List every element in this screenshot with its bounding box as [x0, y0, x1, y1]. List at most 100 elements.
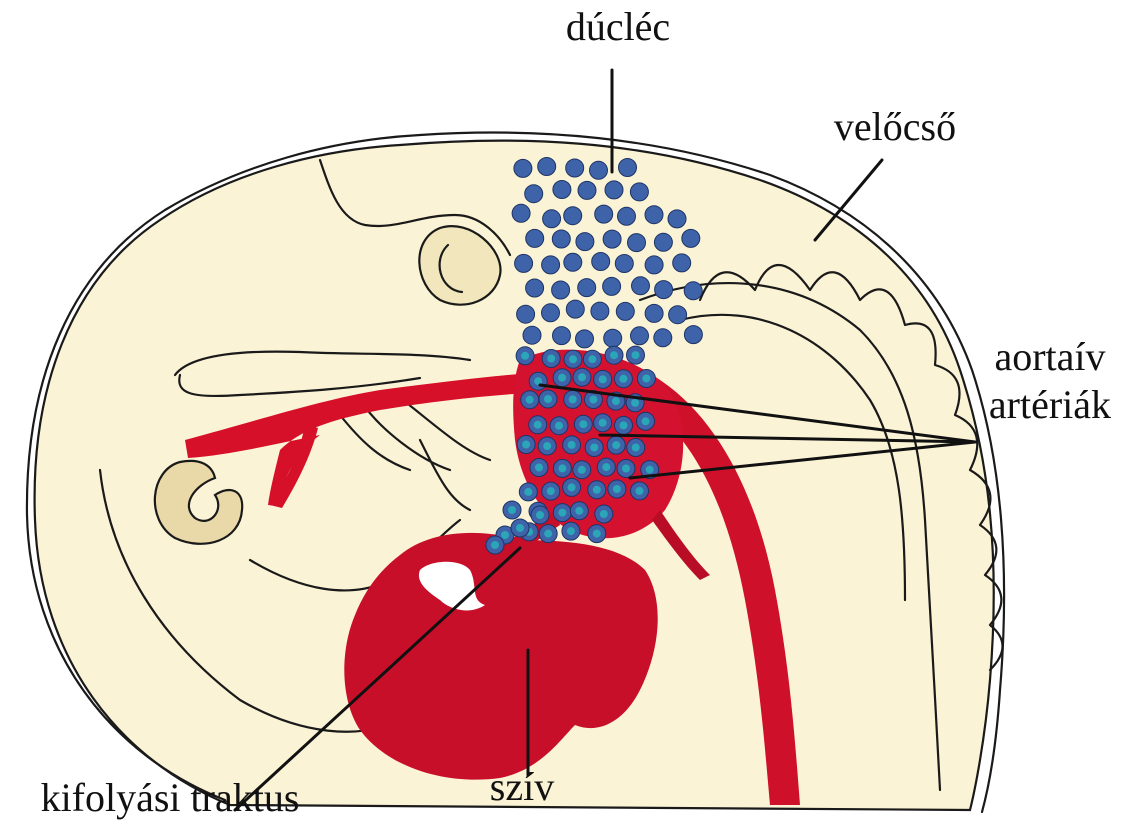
- neural-crest-cell-nucleus: [636, 487, 644, 495]
- neural-crest-cell: [514, 159, 532, 177]
- neural-crest-cell-nucleus: [588, 355, 596, 363]
- neural-crest-cell: [684, 326, 702, 344]
- neural-crest-cell-nucleus: [568, 441, 576, 449]
- neural-crest-cell: [603, 230, 621, 248]
- neural-crest-cell: [542, 304, 560, 322]
- neural-crest-cell-nucleus: [491, 541, 499, 549]
- neural-crest-cell: [517, 305, 535, 323]
- neural-crest-cell-nucleus: [567, 527, 575, 535]
- neural-crest-cell: [591, 302, 609, 320]
- neural-crest-cell-nucleus: [620, 421, 628, 429]
- neural-crest-cell-nucleus: [575, 507, 583, 515]
- neural-crest-cell: [655, 281, 673, 299]
- neural-crest-cell-nucleus: [535, 464, 543, 472]
- neural-crest-cell-nucleus: [524, 488, 532, 496]
- neural-crest-cell: [590, 161, 608, 179]
- neural-crest-cell: [605, 181, 623, 199]
- neural-crest-cell: [668, 210, 686, 228]
- neural-crest-cell: [542, 256, 560, 274]
- neural-crest-cell-nucleus: [516, 524, 524, 532]
- neural-crest-cell-nucleus: [642, 417, 650, 425]
- neural-crest-cell: [523, 326, 541, 344]
- neural-crest-cell: [604, 329, 622, 347]
- neural-crest-cell-nucleus: [534, 421, 542, 429]
- neural-crest-cell: [645, 206, 663, 224]
- neural-crest-cell: [619, 159, 637, 177]
- neural-crest-cell: [526, 279, 544, 297]
- neural-crest-cell-nucleus: [593, 530, 601, 538]
- neural-crest-cell: [578, 279, 596, 297]
- neural-crest-cell: [684, 282, 702, 300]
- neural-crest-cell: [553, 327, 571, 345]
- neural-crest-cell-nucleus: [622, 465, 630, 473]
- neural-crest-cell-nucleus: [612, 441, 620, 449]
- neural-crest-cell: [552, 230, 570, 248]
- neural-crest-cell: [616, 302, 634, 320]
- neural-crest-cell-nucleus: [569, 395, 577, 403]
- neural-crest-cell-nucleus: [632, 444, 640, 452]
- neural-crest-cell: [645, 304, 663, 322]
- neural-crest-cell-nucleus: [631, 399, 639, 407]
- neural-crest-cell: [592, 253, 610, 271]
- neural-crest-cell-nucleus: [543, 442, 551, 450]
- neural-crest-cell-nucleus: [544, 395, 552, 403]
- neural-crest-cell-nucleus: [547, 487, 555, 495]
- neural-crest-cell: [538, 158, 556, 176]
- neural-crest-cell-nucleus: [589, 396, 597, 404]
- label-neural-tube: velőcső: [834, 104, 956, 149]
- neural-crest-cell: [630, 183, 648, 201]
- neural-crest-cell: [526, 229, 544, 247]
- neural-crest-cell: [631, 327, 649, 345]
- neural-crest-cell: [578, 181, 596, 199]
- neural-crest-cell-nucleus: [558, 374, 566, 382]
- neural-crest-cell-nucleus: [558, 464, 566, 472]
- neural-crest-cell-nucleus: [555, 422, 563, 430]
- neural-crest-cell: [654, 329, 672, 347]
- label-neural-crest: dúcléc: [566, 4, 670, 49]
- neural-crest-cell-nucleus: [578, 373, 586, 381]
- neural-crest-cell: [645, 256, 663, 274]
- neural-crest-cell-nucleus: [544, 530, 552, 538]
- neural-crest-cell: [564, 253, 582, 271]
- neural-crest-cell-nucleus: [578, 466, 586, 474]
- neural-crest-cell: [682, 229, 700, 247]
- neural-crest-cell-nucleus: [547, 355, 555, 363]
- neural-crest-cell-nucleus: [632, 351, 640, 359]
- neural-crest-cell-nucleus: [600, 510, 608, 518]
- neural-crest-cell-nucleus: [569, 355, 577, 363]
- neural-crest-cell-nucleus: [602, 463, 610, 471]
- neural-crest-cell-nucleus: [522, 441, 530, 449]
- neural-crest-cell: [576, 330, 594, 348]
- neural-crest-cell-nucleus: [646, 466, 654, 474]
- neural-crest-cell: [525, 185, 543, 203]
- neural-crest-cell-nucleus: [613, 485, 621, 493]
- label-heart: szív: [490, 764, 554, 809]
- neural-crest-cell-nucleus: [579, 420, 587, 428]
- label-outflow-tract: kifolyási traktus: [41, 775, 300, 820]
- neural-crest-cell: [576, 233, 594, 251]
- neural-crest-cell-nucleus: [568, 483, 576, 491]
- neural-crest-cell: [515, 254, 533, 272]
- neural-crest-cell: [595, 205, 613, 223]
- neural-crest-cell: [615, 255, 633, 273]
- neural-crest-cell: [618, 207, 636, 225]
- neural-crest-cell-nucleus: [590, 444, 598, 452]
- neural-crest-cell-nucleus: [612, 397, 620, 405]
- neural-crest-cell: [673, 254, 691, 272]
- neural-crest-cell: [553, 181, 571, 199]
- neural-crest-cell: [512, 204, 530, 222]
- neural-crest-cell: [632, 277, 650, 295]
- neural-crest-cell-nucleus: [599, 419, 607, 427]
- neural-crest-cell-nucleus: [599, 375, 607, 383]
- neural-crest-cell-nucleus: [558, 509, 566, 517]
- neural-crest-cell: [669, 306, 687, 324]
- neural-crest-cell: [552, 281, 570, 299]
- neural-crest-cell-nucleus: [508, 506, 516, 514]
- neural-crest-cell: [566, 300, 584, 318]
- label-aortic-arch-line2: artériák: [989, 382, 1111, 427]
- neural-crest-cell-nucleus: [521, 352, 529, 360]
- neural-crest-cell-nucleus: [642, 375, 650, 383]
- neural-crest-cell-nucleus: [526, 396, 534, 404]
- neural-crest-cell: [603, 277, 621, 295]
